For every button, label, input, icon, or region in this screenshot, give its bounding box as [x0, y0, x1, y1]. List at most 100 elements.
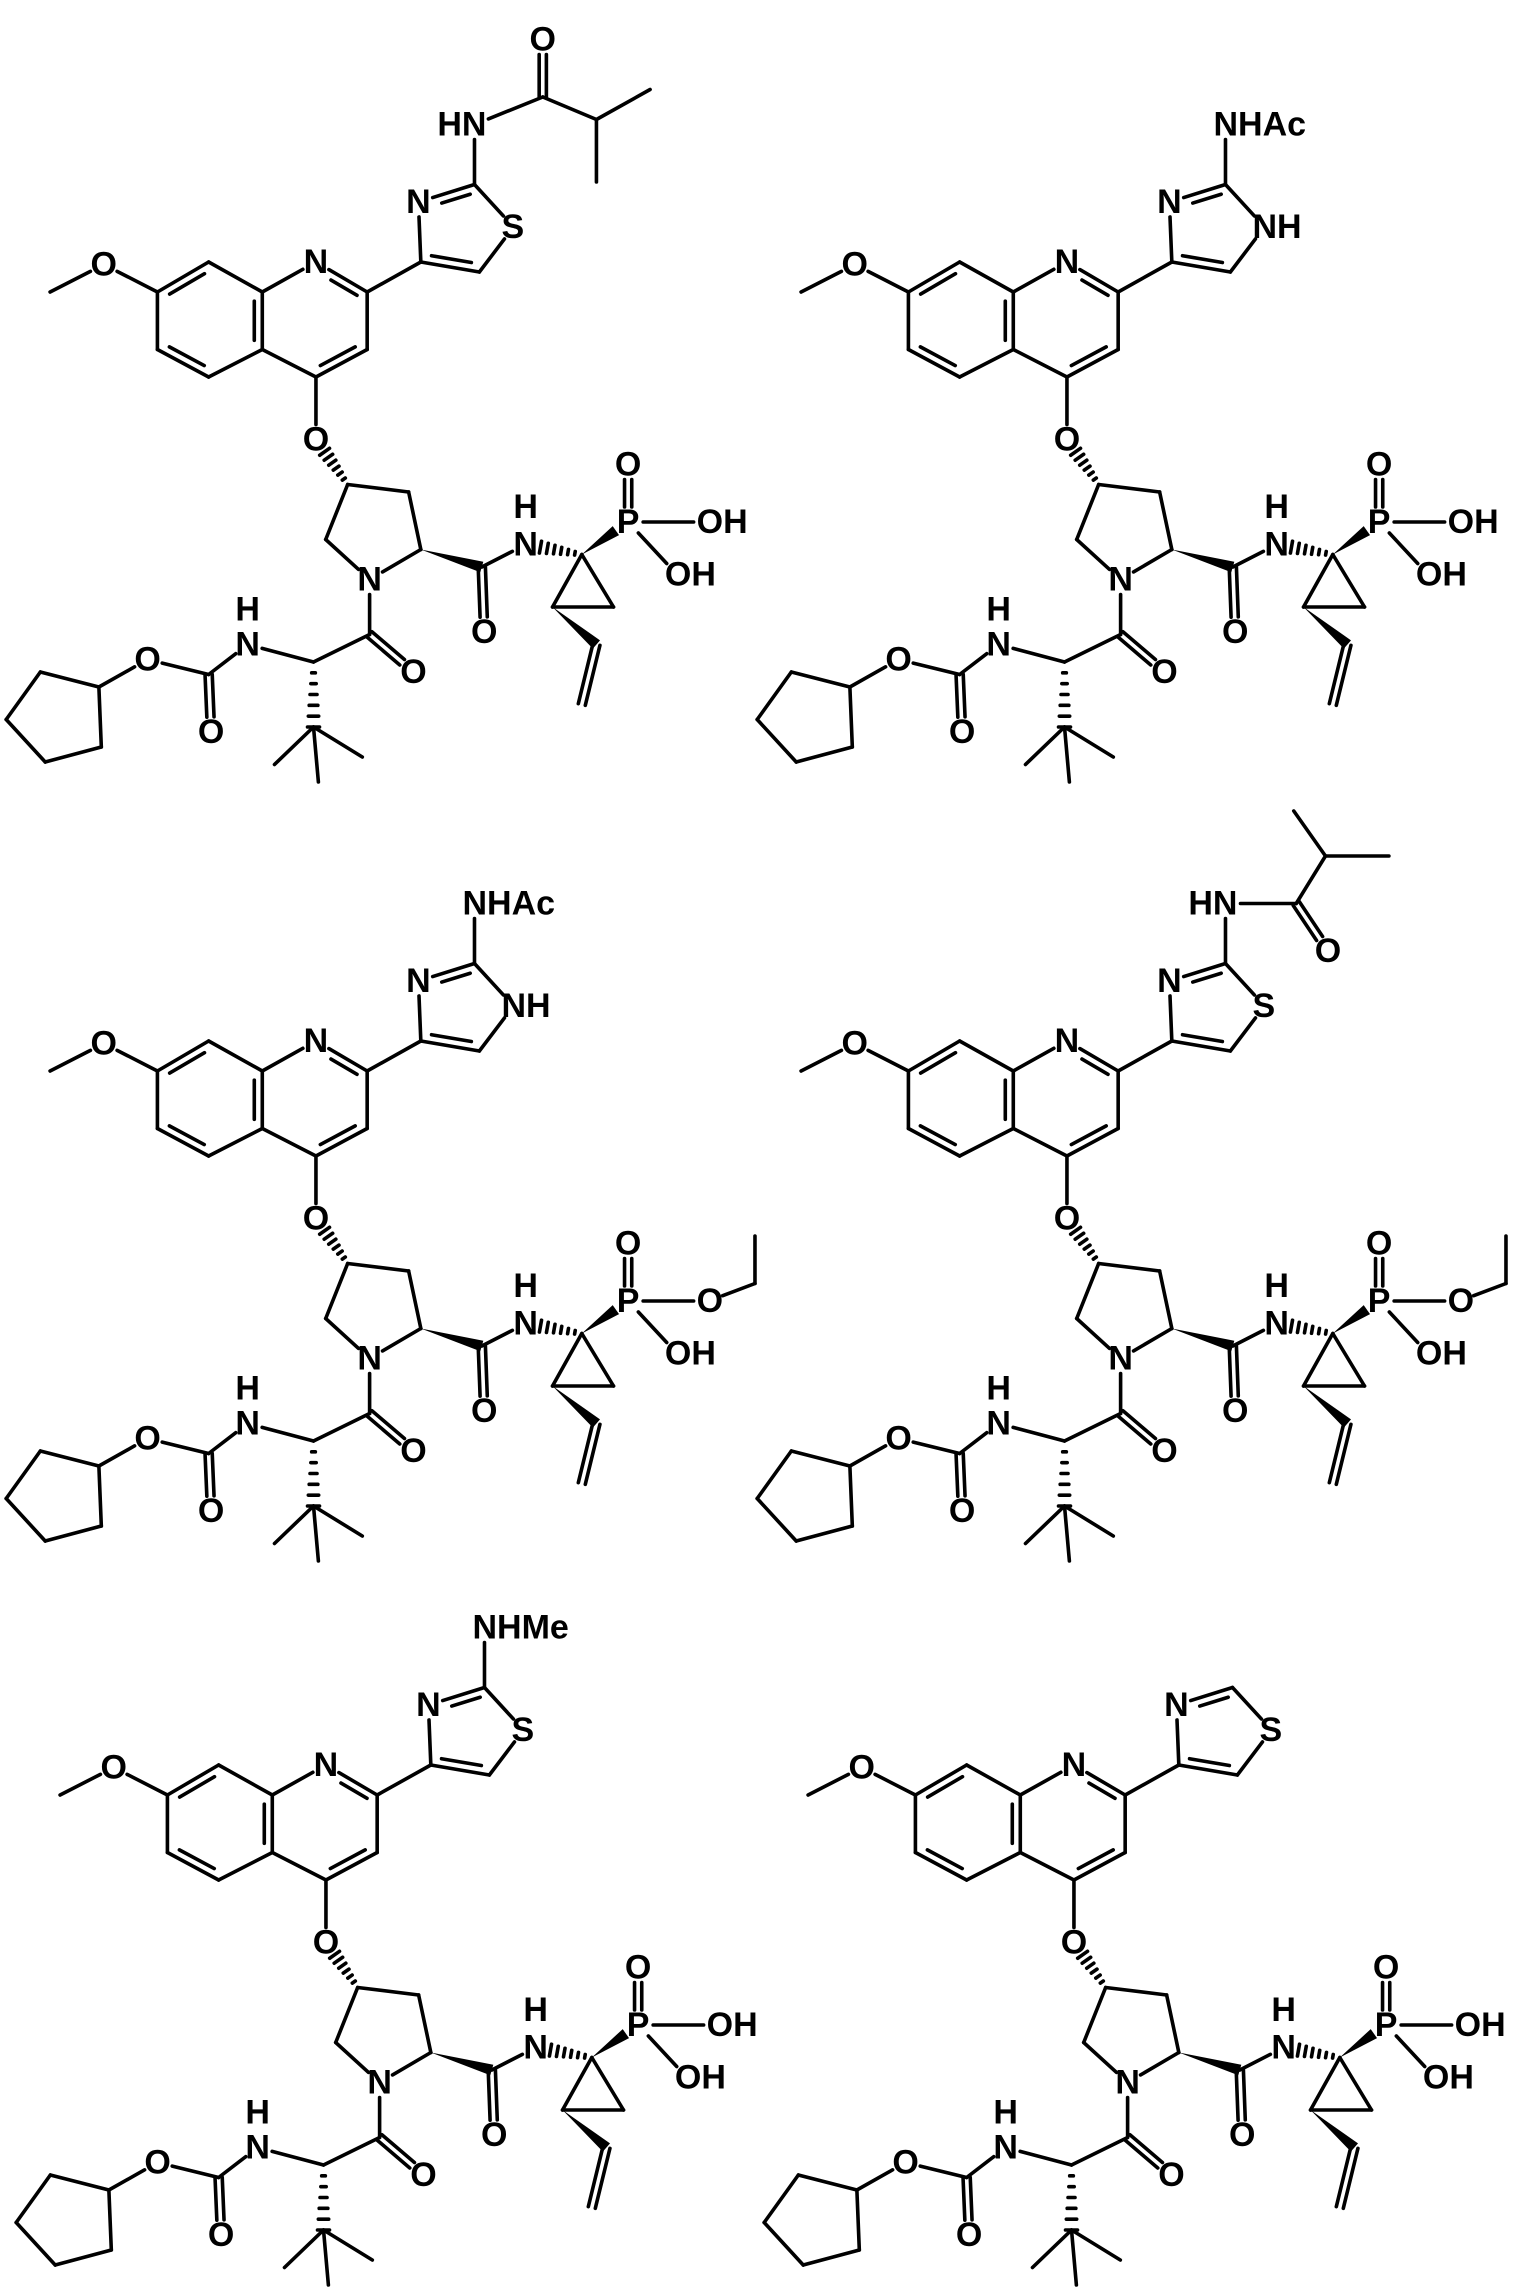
bond-line [38, 1449, 101, 1468]
bond [1085, 1770, 1127, 1801]
bond [848, 1464, 855, 1528]
double-bond-line [1327, 1420, 1346, 1485]
atom-label-amN: N [523, 2029, 548, 2067]
bond [43, 745, 104, 764]
bond [311, 725, 321, 784]
bond-line [260, 1425, 316, 1443]
hash-mark [341, 1967, 351, 1975]
hash-mark [1316, 2048, 1322, 2060]
bond-line [107, 2188, 114, 2252]
hash-mark [326, 458, 338, 467]
bond [43, 1524, 104, 1543]
inner-double-bond-line [1190, 971, 1223, 984]
hash-mark [1323, 1328, 1329, 1336]
atom-label-t3: N [406, 183, 431, 221]
bond-line [1018, 2149, 1074, 2167]
atom-label-pOH2: OH [1416, 1335, 1467, 1373]
bond [801, 2248, 862, 2267]
bond-line [906, 260, 962, 294]
hash-mark [551, 1322, 557, 1335]
bond-line [365, 260, 423, 294]
bond [472, 961, 506, 997]
atom-label-cbN: N [245, 2129, 270, 2167]
atom-label-pOH1: OH [697, 503, 748, 541]
bond [581, 526, 620, 555]
bond [430, 2052, 494, 2076]
atom-label-pOH2: OH [665, 1335, 716, 1373]
double-bond-line [961, 672, 967, 719]
bond [1131, 1326, 1174, 1353]
bond [480, 549, 515, 569]
inner-double-bond-line [439, 1756, 484, 1768]
atom-label-pO: O [615, 1225, 641, 1263]
bond [1074, 1261, 1101, 1321]
bond-line [58, 1772, 103, 1797]
bond [365, 260, 423, 294]
double-bond-line [203, 1451, 209, 1498]
hash-mark [575, 2050, 581, 2060]
atom-label-oE: O [303, 421, 329, 459]
bond [333, 1985, 360, 2045]
bond-line [1081, 2040, 1119, 2075]
bond [206, 260, 265, 294]
bond-line [160, 1440, 211, 1456]
bond-line [1085, 1770, 1127, 1797]
bond [622, 477, 634, 509]
bond [1291, 899, 1325, 943]
bond [272, 1504, 316, 1546]
atom-label-amN: N [513, 526, 538, 564]
bond-line [406, 490, 423, 552]
atom-label-hn: HN [437, 106, 486, 144]
bond-line [1157, 490, 1174, 552]
bond-line [477, 1016, 507, 1053]
inner-double-bond-line [1180, 1032, 1225, 1044]
bond-line [323, 1261, 350, 1321]
bond-line [636, 531, 669, 566]
hash-mark [565, 547, 571, 557]
bond [477, 1016, 507, 1053]
bond [789, 1449, 852, 1468]
bond-line [365, 1039, 423, 1073]
hash-mark [1093, 1973, 1102, 1980]
bond [375, 2132, 417, 2170]
bond-line [1394, 2034, 1427, 2069]
atom-label-pN: N [357, 561, 382, 599]
bond-line [855, 2188, 862, 2252]
bond-line [794, 1524, 855, 1543]
bond [1018, 2149, 1074, 2167]
atom-label-cbH: H [986, 591, 1011, 629]
bond-line [1011, 1425, 1067, 1443]
bond [4, 717, 48, 764]
atom-label-pO: O [615, 446, 641, 484]
bond [961, 2175, 974, 2222]
bond-line [1018, 1770, 1063, 1797]
atom-label-cbN: N [986, 1405, 1011, 1443]
bond [1011, 347, 1069, 379]
bond [537, 1318, 578, 1336]
bond [964, 1850, 1023, 1882]
double-bond-line [476, 565, 482, 619]
bond-line [327, 267, 369, 294]
inner-double-bond-line [439, 971, 472, 984]
hash-mark [1091, 476, 1099, 482]
atom-label-n1: N [1055, 243, 1080, 281]
inner-double-bond-line [339, 1781, 369, 1801]
bond [1116, 260, 1174, 294]
bond-line [440, 1685, 487, 1703]
atom-label-P: P [617, 1282, 640, 1320]
bond [305, 1450, 322, 1508]
bond [420, 549, 484, 573]
atom-label-acO: O [1151, 1432, 1177, 1470]
bond [873, 1772, 918, 1797]
atom-label-oMe: O [842, 246, 868, 284]
bond-line [490, 2052, 525, 2072]
bond [486, 2068, 500, 2122]
atom-label-cbO: O [949, 713, 975, 751]
bond-line [1030, 2228, 1074, 2270]
bond [552, 1386, 601, 1428]
atom-label-pOH2: OH [665, 556, 716, 594]
bond [206, 1126, 265, 1158]
bond-line [216, 2154, 248, 2180]
bond [270, 1850, 328, 1882]
